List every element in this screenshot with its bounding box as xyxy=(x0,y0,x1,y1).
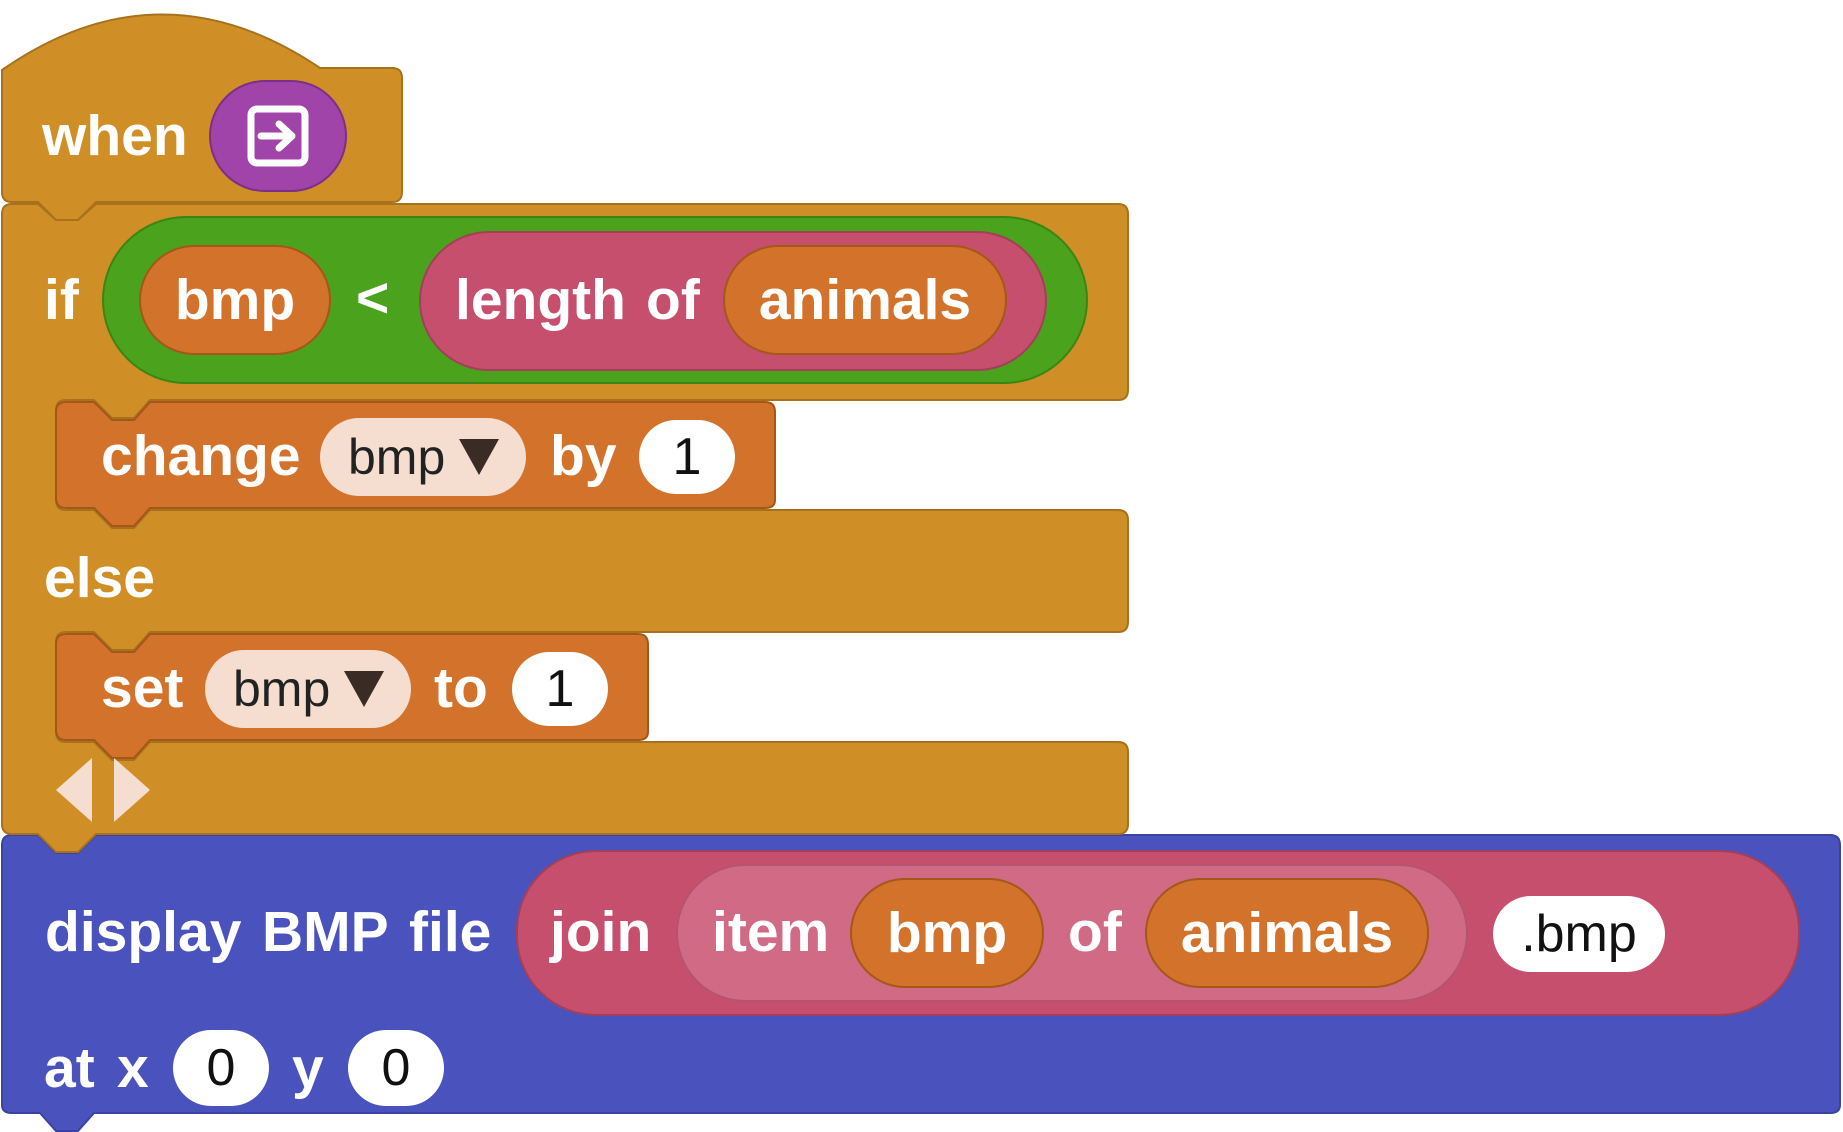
event-dropdown[interactable] xyxy=(209,80,347,192)
change-label: change xyxy=(101,424,301,488)
set-variable-dropdown[interactable]: bmp xyxy=(205,650,411,728)
join-label: join xyxy=(550,900,652,964)
expand-right-arrow-icon[interactable] xyxy=(114,758,150,822)
y-input[interactable]: 0 xyxy=(348,1030,444,1106)
item-label: item xyxy=(712,900,830,964)
change-variable-value: bmp xyxy=(348,429,446,485)
file-label: file xyxy=(409,900,492,964)
item-index-variable-reporter[interactable]: bmp xyxy=(850,878,1044,988)
y-label: y xyxy=(292,1036,324,1100)
display-label: display xyxy=(45,900,242,964)
enter-arrow-icon xyxy=(247,105,309,167)
bmp-variable-reporter[interactable]: bmp xyxy=(139,245,331,355)
animals-variable-reporter[interactable]: animals xyxy=(723,245,1007,355)
change-variable-dropdown[interactable]: bmp xyxy=(320,418,526,496)
chevron-down-icon xyxy=(459,439,500,475)
when-label: when xyxy=(42,104,188,168)
at-label: at xyxy=(44,1036,95,1100)
suffix-text-input[interactable]: .bmp xyxy=(1493,896,1665,972)
item-list-variable-reporter[interactable]: animals xyxy=(1145,878,1429,988)
collapse-left-arrow-icon[interactable] xyxy=(56,758,92,822)
if-label: if xyxy=(44,268,79,332)
bmp-label: BMP xyxy=(262,900,389,964)
length-label: length xyxy=(455,268,626,332)
by-label: by xyxy=(550,424,617,488)
chevron-down-icon xyxy=(344,671,385,707)
set-label: set xyxy=(101,656,184,720)
of-label: of xyxy=(646,268,700,332)
set-value-input[interactable]: 1 xyxy=(512,652,608,726)
else-label: else xyxy=(44,546,155,610)
change-amount-input[interactable]: 1 xyxy=(639,420,735,494)
x-input[interactable]: 0 xyxy=(173,1030,269,1106)
less-than-operator: < xyxy=(356,266,390,330)
x-label: x xyxy=(117,1036,149,1100)
set-variable-value: bmp xyxy=(233,661,331,717)
to-label: to xyxy=(434,656,488,720)
item-of-label: of xyxy=(1068,900,1122,964)
